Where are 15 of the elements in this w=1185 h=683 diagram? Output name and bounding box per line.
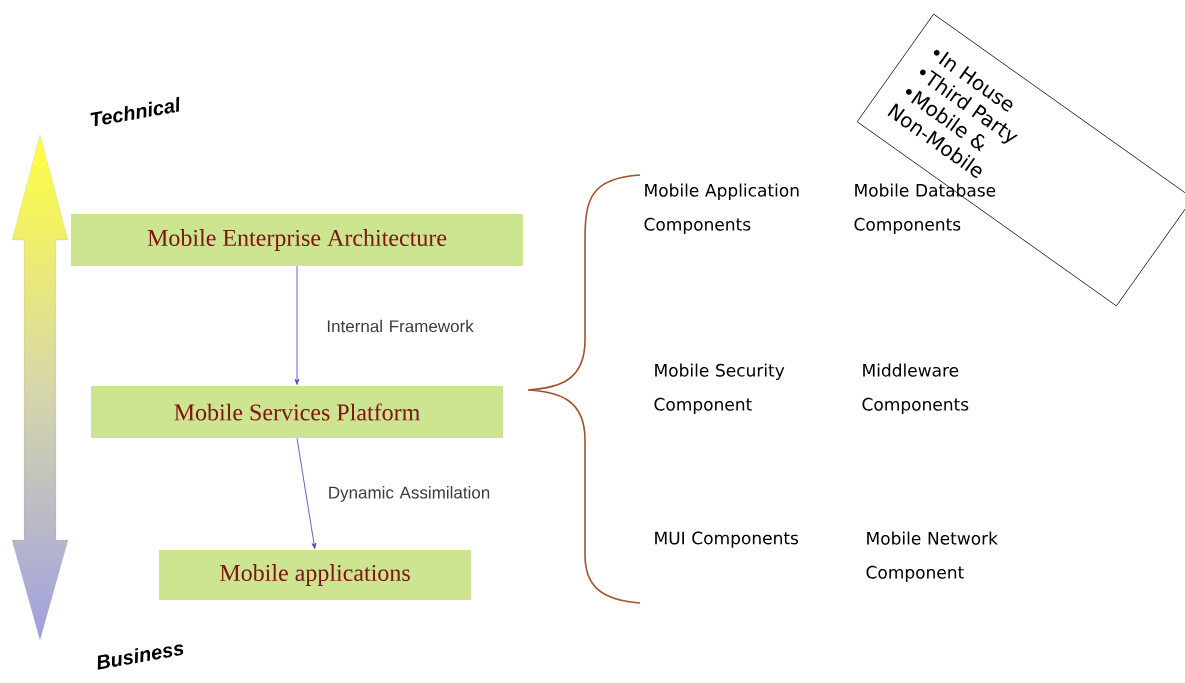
arrow (296, 437, 317, 549)
component-label: Middleware Components (862, 363, 969, 414)
axis-label: Technical (90, 96, 180, 127)
component-label: Mobile Security Component (654, 363, 785, 414)
process-box: Mobile Enterprise Architecture (71, 214, 523, 266)
component-label: MUI Components (655, 531, 799, 548)
arrow (294, 265, 300, 385)
edge-label: Internal Framework (327, 319, 474, 333)
edge-label: Dynamic Assimilation (329, 486, 490, 502)
process-box: Mobile applications (159, 550, 471, 600)
process-box: Mobile Services Platform (91, 386, 503, 438)
component-label: Mobile Network Component (866, 531, 998, 582)
axis-label: Business (97, 644, 184, 670)
component-label: Mobile Application Components (644, 183, 799, 234)
component-label: Mobile Database Components (854, 183, 996, 234)
